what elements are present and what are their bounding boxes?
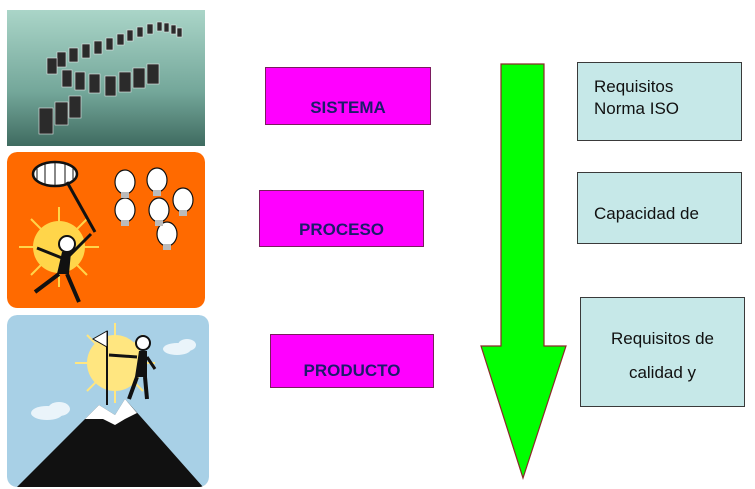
note-box-capacidad: Capacidad de [577,172,742,244]
level-label: SISTEMA [310,98,386,117]
level-box-proceso: PROCESO [259,190,424,247]
note-box-calidad: Requisitos de calidad y [580,297,745,407]
note-line: Capacidad de [594,204,699,223]
butterfly-net-illustration [7,152,205,308]
note-line: calidad y [628,363,697,382]
level-box-producto: PRODUCTO [270,334,434,388]
level-label: PROCESO [298,220,385,239]
note-box-norma: Requisitos Norma ISO [577,62,742,141]
note-line: Requisitos de [610,329,714,348]
note-line: Requisitos [594,77,674,96]
level-box-sistema: SISTEMA [265,67,431,125]
level-label: PRODUCTO [303,361,401,380]
note-line: Norma ISO [594,99,680,118]
mountain-summit-illustration [7,315,209,487]
downward-arrow [480,63,567,480]
dominoes-photo [7,10,205,146]
